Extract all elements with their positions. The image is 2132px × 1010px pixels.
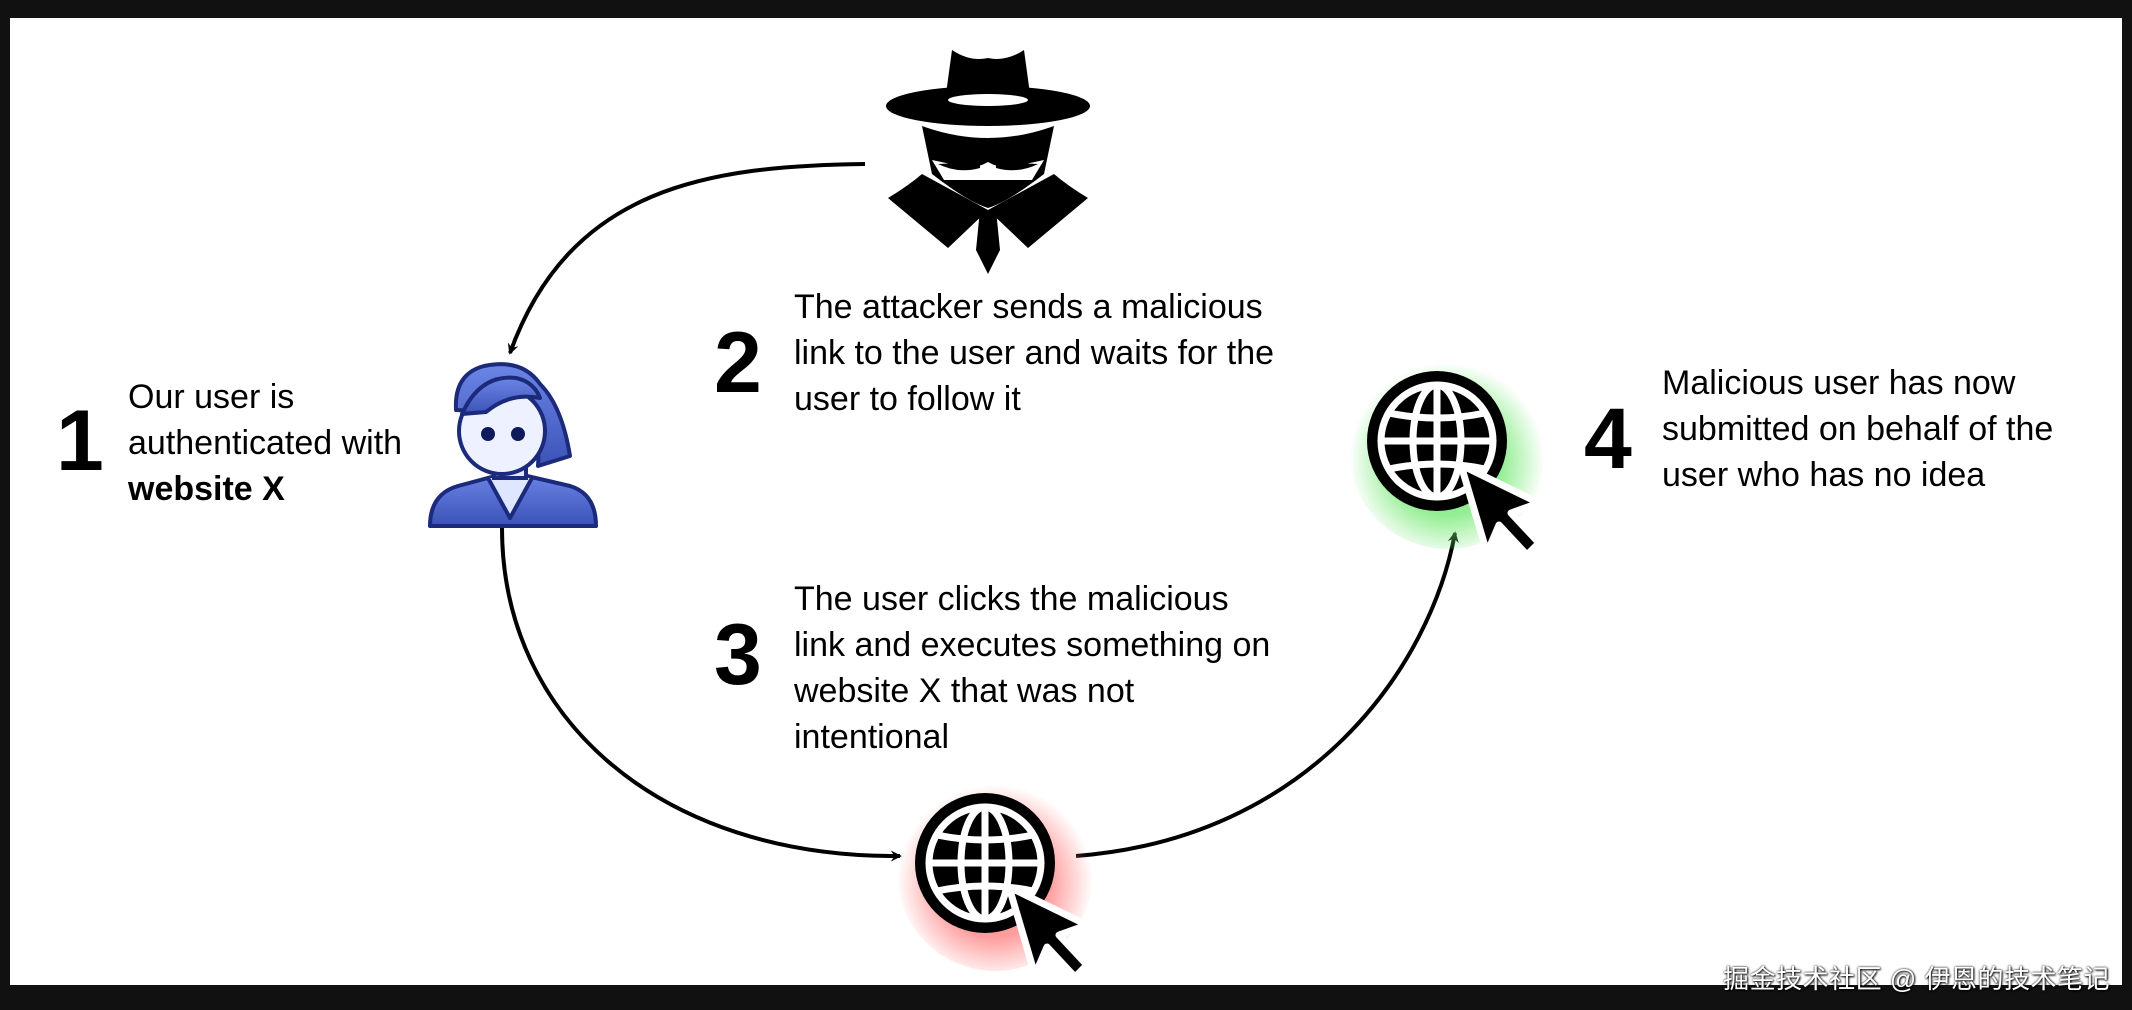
step-2-number: 2	[714, 315, 762, 411]
arrow-user-to-site-clicked	[500, 527, 902, 862]
globe-cursor-icon	[1349, 353, 1545, 555]
step-2-text: The attacker sends a malicious link to t…	[794, 288, 1275, 418]
diagram-canvas: 1 Our user is authenticated with website…	[10, 18, 2122, 985]
step-1-text-plain: Our user is authenticated with	[128, 378, 403, 462]
arrow-site-clicked-to-site-submitted	[1075, 531, 1459, 858]
user-avatar-icon	[428, 362, 598, 528]
step-1-number: 1	[56, 393, 104, 489]
step-1-text-bold: website X	[128, 470, 285, 508]
step-4-text: Malicious user has now submitted on beha…	[1662, 364, 2054, 494]
watermark: 掘金技术社区 @ 伊恩的技术笔记	[1723, 964, 2110, 994]
step-3-text: The user clicks the malicious link and e…	[794, 580, 1271, 756]
step-3-number: 3	[714, 607, 762, 703]
csrf-flow-diagram	[428, 50, 1545, 985]
step-4-number: 4	[1584, 391, 1632, 487]
spy-hacker-icon	[886, 50, 1090, 274]
step-1-text: Our user is authenticated with website X	[128, 374, 428, 512]
globe-cursor-icon	[897, 775, 1093, 977]
arrow-attacker-to-user	[507, 162, 866, 355]
